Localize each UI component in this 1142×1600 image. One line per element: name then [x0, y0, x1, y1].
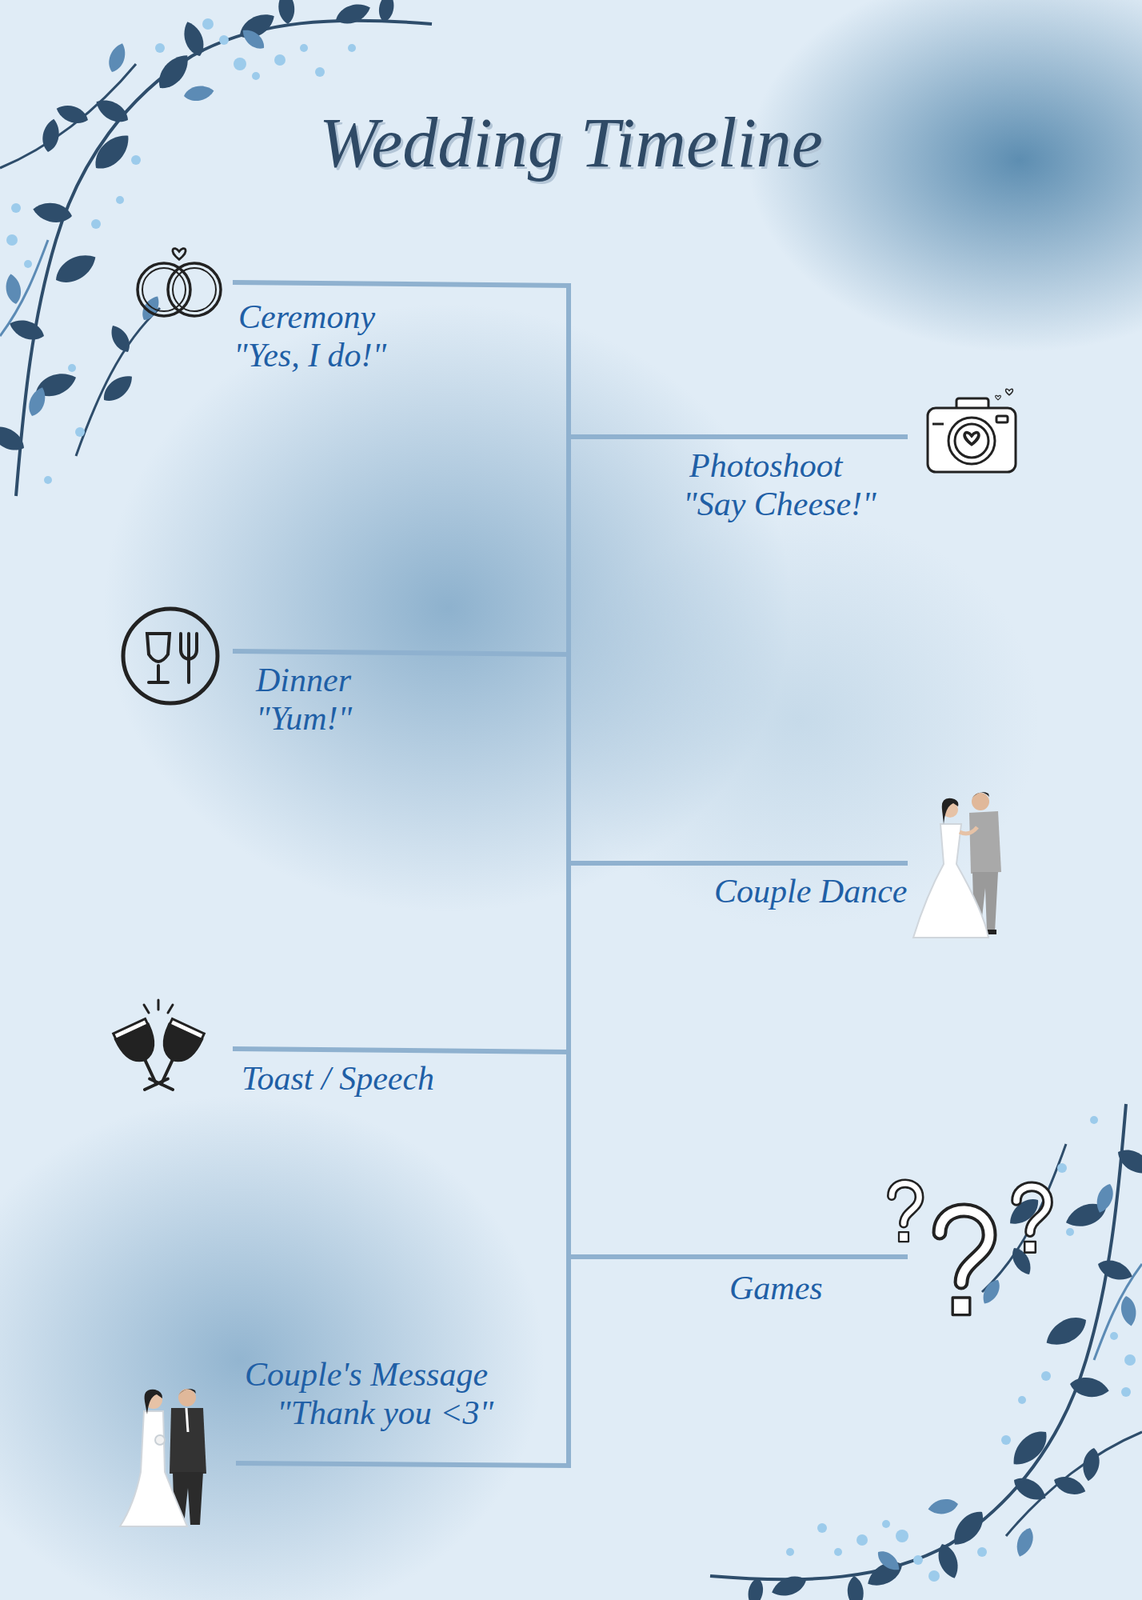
event-name: Dinner — [255, 660, 352, 699]
question-marks-icon — [891, 1182, 1048, 1314]
toast-icon — [113, 999, 205, 1092]
event-quote: "Thank you <3" — [276, 1393, 494, 1432]
standing-couple-figure — [119, 1388, 207, 1526]
event-name: Couple Dance — [714, 871, 907, 911]
timeline-event: Games — [729, 1268, 823, 1307]
event-name: Couple's Message — [244, 1354, 494, 1394]
timeline-event: Ceremony"Yes, I do!" — [238, 297, 387, 376]
event-quote: "Yes, I do!" — [233, 335, 387, 375]
dancing-couple-figure — [913, 791, 1002, 938]
timeline-event: Dinner"Yum!" — [255, 660, 352, 739]
event-quote: "Yum!" — [255, 698, 352, 738]
event-name: Ceremony — [238, 297, 387, 336]
event-name: Photoshoot — [689, 446, 877, 485]
event-name: Games — [729, 1268, 823, 1307]
camera-icon — [927, 388, 1016, 472]
timeline-event: Couple's Message"Thank you <3" — [244, 1354, 494, 1433]
foliage-decoration — [710, 1103, 1142, 1600]
timeline-event: Photoshoot"Say Cheese!" — [689, 446, 877, 524]
diagram-title: Wedding Timeline — [0, 102, 1142, 184]
foliage-decoration — [0, 0, 432, 496]
timeline-event: Toast / Speech — [241, 1058, 435, 1098]
rings-icon — [137, 248, 221, 316]
timeline-lines — [232, 282, 908, 1466]
event-name: Toast / Speech — [241, 1058, 435, 1098]
timeline-event: Couple Dance — [714, 871, 907, 911]
event-quote: "Say Cheese!" — [682, 484, 877, 524]
dinner-icon — [123, 608, 218, 703]
